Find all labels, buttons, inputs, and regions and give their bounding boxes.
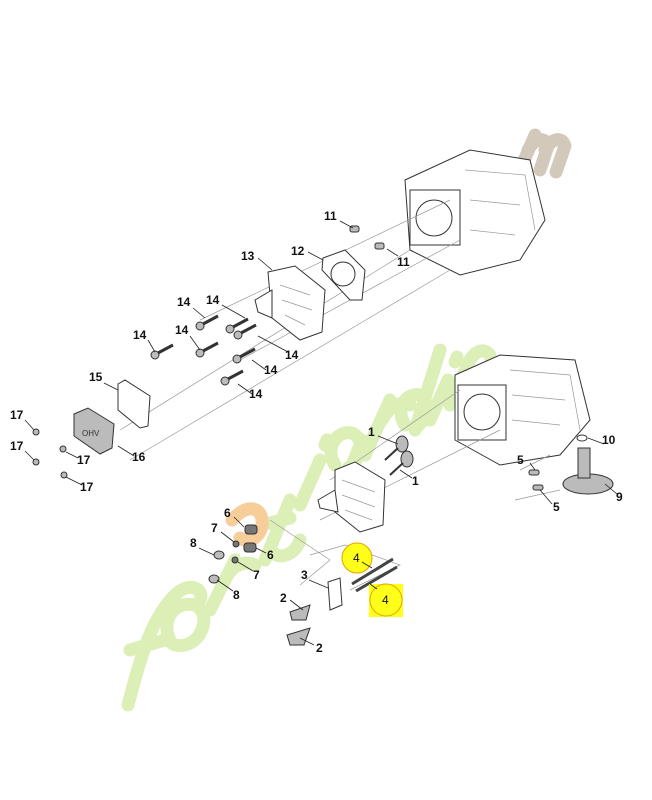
callout-3: 3 [301,568,308,582]
bolt [195,341,219,358]
callout-9: 9 [616,490,623,504]
callout-16: 16 [132,450,146,464]
callout-17: 17 [77,453,91,467]
valves [384,435,414,476]
callout-2: 2 [316,641,323,655]
callout-14: 14 [264,363,278,377]
engine-block-upper [404,149,546,276]
callout-14: 14 [206,293,220,307]
bolt [225,317,249,334]
rocker-bracket [289,604,311,621]
callout-15: 15 [89,370,103,384]
callout-6: 6 [267,548,274,562]
callout-14: 14 [285,348,299,362]
camshaft [562,434,614,495]
rocker-arms [208,524,258,584]
camshaft-washer [576,434,588,442]
bolt [150,343,174,360]
callout-7: 7 [253,568,260,582]
bolt [220,369,244,386]
bolt [232,347,256,364]
head-gasket-bore [330,261,356,287]
callout-leaders [24,220,618,646]
head-bolts [150,314,257,386]
callout-12: 12 [291,244,305,258]
callout-2: 2 [280,591,287,605]
callout-17: 17 [80,480,94,494]
callout-14: 14 [249,387,263,401]
engine-block-lower [454,354,591,466]
callout-17: 17 [10,408,24,422]
callout-4: 4 [353,551,360,565]
valve-cover-logo: OHV [82,429,100,438]
valve-cover: OHV [73,407,115,455]
bolt [233,323,257,340]
callout-8: 8 [233,588,240,602]
callout-17: 17 [10,439,24,453]
watermark-orange-stroke [225,502,269,547]
push-rod-guide [327,577,343,611]
highlight-part-4[interactable] [341,542,373,574]
callout-1: 1 [368,425,375,439]
watermark-green-strokes [121,343,498,712]
callout-6: 6 [224,506,231,520]
callout-11: 11 [397,255,410,269]
callout-5: 5 [553,500,560,514]
valve-cover-gasket [117,379,151,429]
callout-14: 14 [133,328,147,342]
callout-4: 4 [382,593,389,607]
bolt [195,314,219,331]
callout-10: 10 [602,433,616,447]
callout-13: 13 [241,249,255,263]
highlight-part-4[interactable] [369,583,403,617]
tappets [528,469,544,491]
dowel-pin [374,242,385,250]
callout-7: 7 [211,521,218,535]
callout-11: 11 [324,209,337,223]
cover-screws [32,428,68,479]
rocker-bracket [286,627,311,646]
callout-5: 5 [517,453,524,467]
callout-1: 1 [412,474,419,488]
callout-8: 8 [190,536,197,550]
cylinder-head [254,265,326,341]
callout-labels: 11 11 12 13 14 14 14 14 14 14 14 15 16 1… [10,209,623,655]
callout-14: 14 [177,295,191,309]
callout-14: 14 [175,323,189,337]
push-rods [351,557,398,593]
cylinder-head-lower [317,461,386,533]
